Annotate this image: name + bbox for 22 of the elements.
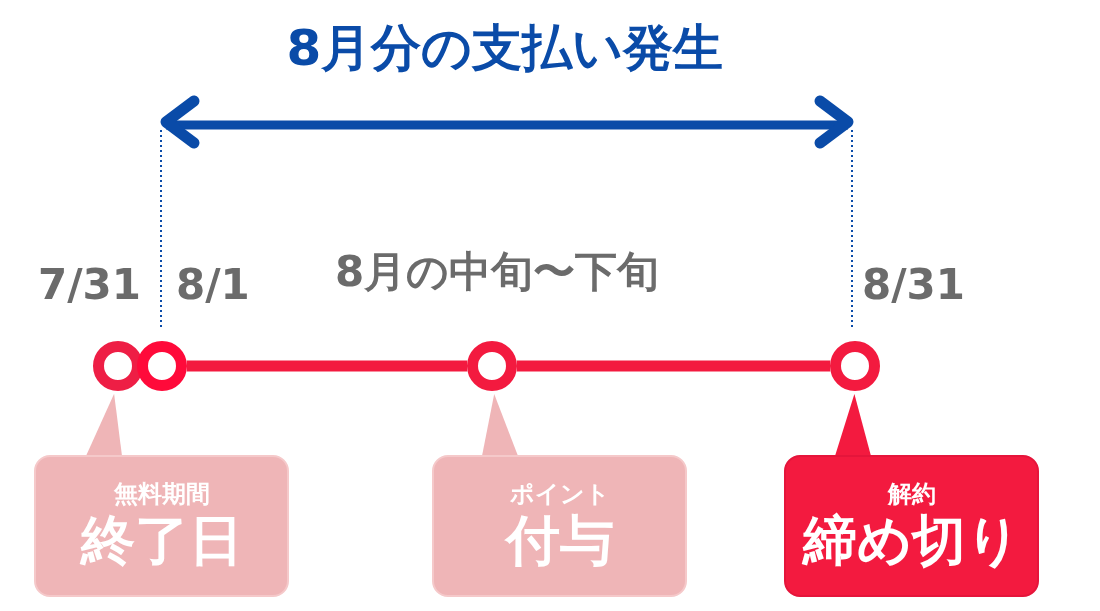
callout-heading: ポイント — [509, 479, 610, 509]
timeline-circle — [467, 341, 517, 391]
callout-heading: 無料期間 — [113, 479, 210, 509]
date-label: 8月の中旬〜下旬 — [334, 248, 660, 296]
callout-bubble — [784, 455, 1039, 597]
timeline-circle — [830, 341, 880, 391]
timeline-line — [517, 360, 830, 372]
callout-text: 付与 — [505, 509, 614, 573]
callout-bubble — [432, 455, 687, 597]
callout-bubble — [34, 455, 289, 597]
callout-text: 締め切り — [802, 509, 1021, 573]
callout-text: 終了日 — [80, 509, 243, 573]
timeline-circle — [137, 341, 187, 391]
date-label: 7/31 — [38, 261, 141, 309]
timeline-line — [187, 360, 467, 372]
date-label: 8/1 — [176, 261, 250, 309]
callout-pointer — [482, 393, 518, 456]
period-title: 8月分の支払い発生 — [286, 18, 724, 78]
date-label: 8/31 — [862, 261, 965, 309]
callout-heading: 解約 — [887, 479, 936, 509]
callout-pointer — [835, 394, 871, 456]
callout-pointer — [86, 393, 122, 456]
